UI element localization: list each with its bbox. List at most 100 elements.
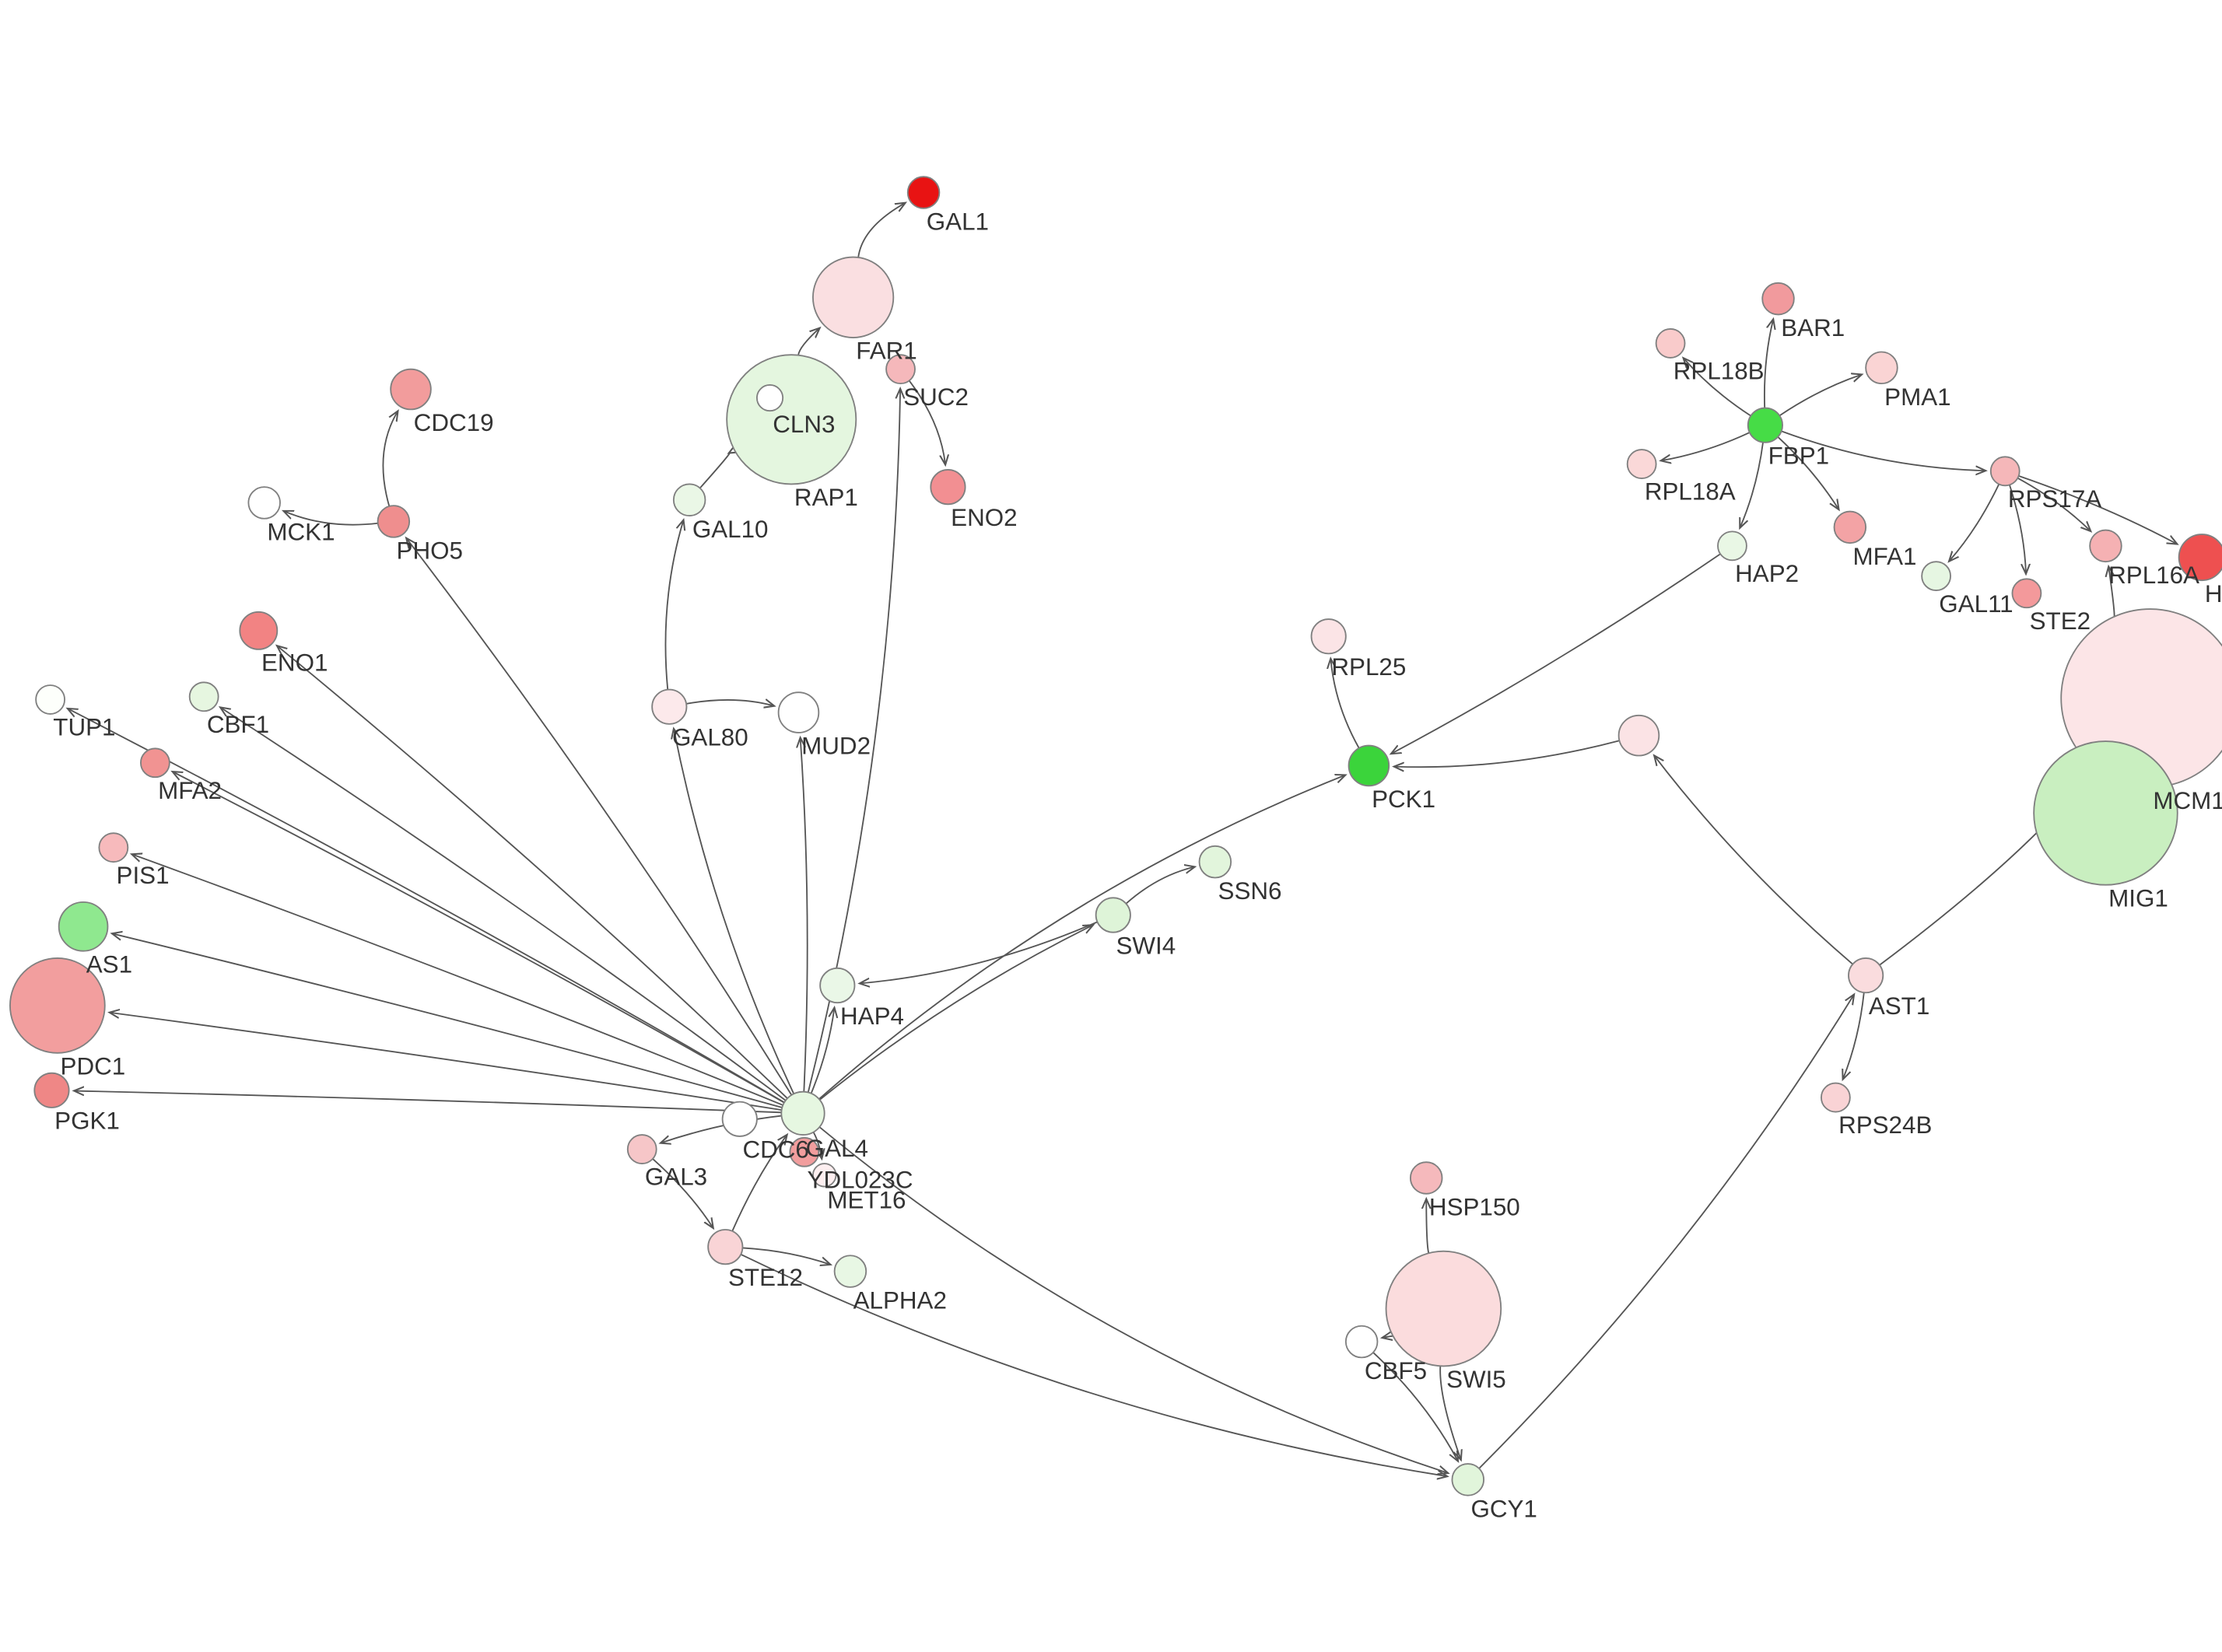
node-HIS4[interactable] bbox=[2178, 534, 2222, 582]
node-RPS17A[interactable] bbox=[1989, 456, 2020, 487]
node-GAL1[interactable] bbox=[906, 176, 941, 209]
edge-GAL4-PDC1[interactable] bbox=[110, 1013, 782, 1111]
edge-GAL4-MET16[interactable] bbox=[812, 1132, 822, 1158]
edge-RPS17A-GAL11[interactable] bbox=[1950, 484, 2000, 561]
edge-GAL4-MUD2[interactable] bbox=[801, 738, 808, 1092]
edge-RPS17A-RPL16A[interactable] bbox=[2017, 477, 2090, 531]
edge-GCY1-AST1[interactable] bbox=[1478, 995, 1854, 1469]
edge-SUC2-ENO2[interactable] bbox=[908, 380, 945, 464]
node-RAP1[interactable] bbox=[726, 354, 857, 485]
edge-SWI5-HSP150[interactable] bbox=[1426, 1199, 1428, 1254]
node-MET16[interactable] bbox=[812, 1163, 837, 1188]
edge-GAL4-SWI4[interactable] bbox=[819, 926, 1093, 1101]
edge-STE12-ALPHA2[interactable] bbox=[742, 1247, 829, 1264]
edge-HAP2-PCK1[interactable] bbox=[1392, 553, 1721, 754]
node-GAL11[interactable] bbox=[1921, 561, 1951, 592]
node-GAL80[interactable] bbox=[651, 688, 688, 725]
node-RPL18A[interactable] bbox=[1626, 449, 1657, 479]
edge-GAL80-MUD2[interactable] bbox=[685, 700, 773, 705]
node-TUP1[interactable] bbox=[35, 684, 65, 715]
edge-FBP1-HAP2[interactable] bbox=[1740, 442, 1764, 527]
edge-PHO5-MCK1[interactable] bbox=[284, 511, 378, 526]
node-CLN3[interactable] bbox=[756, 384, 784, 412]
edge-GAL4-CBF1[interactable] bbox=[221, 708, 787, 1101]
edge-NODE_X-PCK1[interactable] bbox=[1395, 740, 1620, 767]
node-PMA1[interactable] bbox=[1865, 351, 1898, 385]
node-GAL3[interactable] bbox=[626, 1134, 657, 1164]
node-PHO5[interactable] bbox=[377, 505, 411, 538]
node-CBF5[interactable] bbox=[1344, 1325, 1379, 1359]
edge-SWI4-HAP4[interactable] bbox=[860, 921, 1098, 983]
edge-GAL4-GAL3[interactable] bbox=[661, 1115, 782, 1143]
node-GAL10[interactable] bbox=[672, 483, 706, 516]
node-FAR1[interactable] bbox=[812, 256, 895, 338]
edge-GAL4-PGK1[interactable] bbox=[75, 1091, 782, 1114]
node-CDC19[interactable] bbox=[390, 368, 432, 411]
edge-GAL4-GAL80[interactable] bbox=[674, 730, 795, 1094]
node-HAP4[interactable] bbox=[819, 967, 856, 1004]
edge-GAL80-GAL10[interactable] bbox=[664, 520, 683, 690]
edge-RAP1-FAR1[interactable] bbox=[797, 328, 819, 355]
edge-GAL4-PIS1[interactable] bbox=[132, 855, 783, 1106]
node-HSP150[interactable] bbox=[1410, 1161, 1443, 1195]
edge-GAL3-STE12[interactable] bbox=[652, 1158, 713, 1227]
node-CDC6[interactable] bbox=[721, 1101, 758, 1137]
node-MIG1[interactable] bbox=[2033, 740, 2178, 886]
edge-GAL4-AS1[interactable] bbox=[113, 933, 783, 1108]
node-RPL16A[interactable] bbox=[2089, 529, 2122, 563]
node-PGK1[interactable] bbox=[33, 1072, 70, 1108]
edge-FAR1-GAL1[interactable] bbox=[857, 203, 905, 258]
node-CBF1[interactable] bbox=[188, 681, 219, 712]
edge-GAL10-RAP1[interactable] bbox=[699, 453, 730, 489]
node-BAR1[interactable] bbox=[1761, 282, 1795, 316]
edge-GAL4-MFA2[interactable] bbox=[173, 772, 785, 1104]
edge-CBF5-GCY1[interactable] bbox=[1372, 1352, 1458, 1461]
edge-AST1-RPS24B[interactable] bbox=[1843, 992, 1865, 1079]
node-PCK1[interactable] bbox=[1348, 744, 1390, 787]
node-SWI4[interactable] bbox=[1095, 897, 1131, 933]
edge-FBP1-RPL18A[interactable] bbox=[1662, 432, 1751, 460]
edge-RPS17A-STE2[interactable] bbox=[2009, 485, 2026, 573]
node-SWI5[interactable] bbox=[1385, 1250, 1502, 1367]
edge-GAL4-TUP1[interactable] bbox=[68, 709, 785, 1104]
node-HAP2[interactable] bbox=[1717, 530, 1747, 562]
node-NODE_X[interactable] bbox=[1617, 714, 1660, 757]
node-ALPHA2[interactable] bbox=[833, 1255, 867, 1288]
node-MCK1[interactable] bbox=[247, 486, 281, 520]
edge-FBP1-BAR1[interactable] bbox=[1764, 320, 1773, 408]
edge-STE12-GCY1[interactable] bbox=[740, 1253, 1446, 1476]
node-ENO1[interactable] bbox=[239, 611, 279, 650]
node-MFA2[interactable] bbox=[140, 747, 170, 779]
edge-GAL4-ENO1[interactable] bbox=[278, 646, 788, 1099]
node-RPL25[interactable] bbox=[1310, 618, 1347, 655]
node-STE2[interactable] bbox=[2011, 578, 2042, 609]
node-SSN6[interactable] bbox=[1198, 845, 1232, 879]
edge-SWI4-SSN6[interactable] bbox=[1125, 867, 1194, 905]
edge-PCK1-RPL25[interactable] bbox=[1330, 660, 1360, 749]
edge-FBP1-RPL18B[interactable] bbox=[1684, 359, 1751, 417]
edge-FBP1-MFA1[interactable] bbox=[1777, 436, 1838, 509]
edge-GAL4-PHO5[interactable] bbox=[407, 538, 793, 1096]
node-PIS1[interactable] bbox=[98, 832, 129, 863]
edge-GAL4-HAP4[interactable] bbox=[810, 1008, 835, 1094]
node-RPL18B[interactable] bbox=[1655, 328, 1686, 359]
edge-FBP1-RPS17A[interactable] bbox=[1781, 430, 1985, 471]
edge-STE12-GAL4[interactable] bbox=[731, 1136, 787, 1232]
node-PDC1[interactable] bbox=[9, 957, 106, 1054]
edge-GAL4-GCY1[interactable] bbox=[818, 1126, 1447, 1473]
node-GAL4[interactable] bbox=[780, 1090, 825, 1136]
edge-SWI5-GCY1[interactable] bbox=[1439, 1366, 1460, 1459]
node-MUD2[interactable] bbox=[777, 691, 820, 733]
edge-AST1-NODE_X[interactable] bbox=[1655, 756, 1853, 965]
node-AST1[interactable] bbox=[1848, 957, 1884, 994]
node-AS1[interactable] bbox=[58, 901, 109, 952]
node-MFA1[interactable] bbox=[1833, 510, 1867, 544]
node-RPS24B[interactable] bbox=[1821, 1082, 1851, 1113]
edge-GAL4-PCK1[interactable] bbox=[818, 775, 1345, 1100]
node-STE12[interactable] bbox=[707, 1229, 744, 1265]
node-FBP1[interactable] bbox=[1747, 407, 1783, 443]
node-SUC2[interactable] bbox=[885, 354, 916, 385]
edge-RPS17A-HIS4[interactable] bbox=[2018, 474, 2177, 544]
edge-FBP1-PMA1[interactable] bbox=[1779, 375, 1861, 417]
